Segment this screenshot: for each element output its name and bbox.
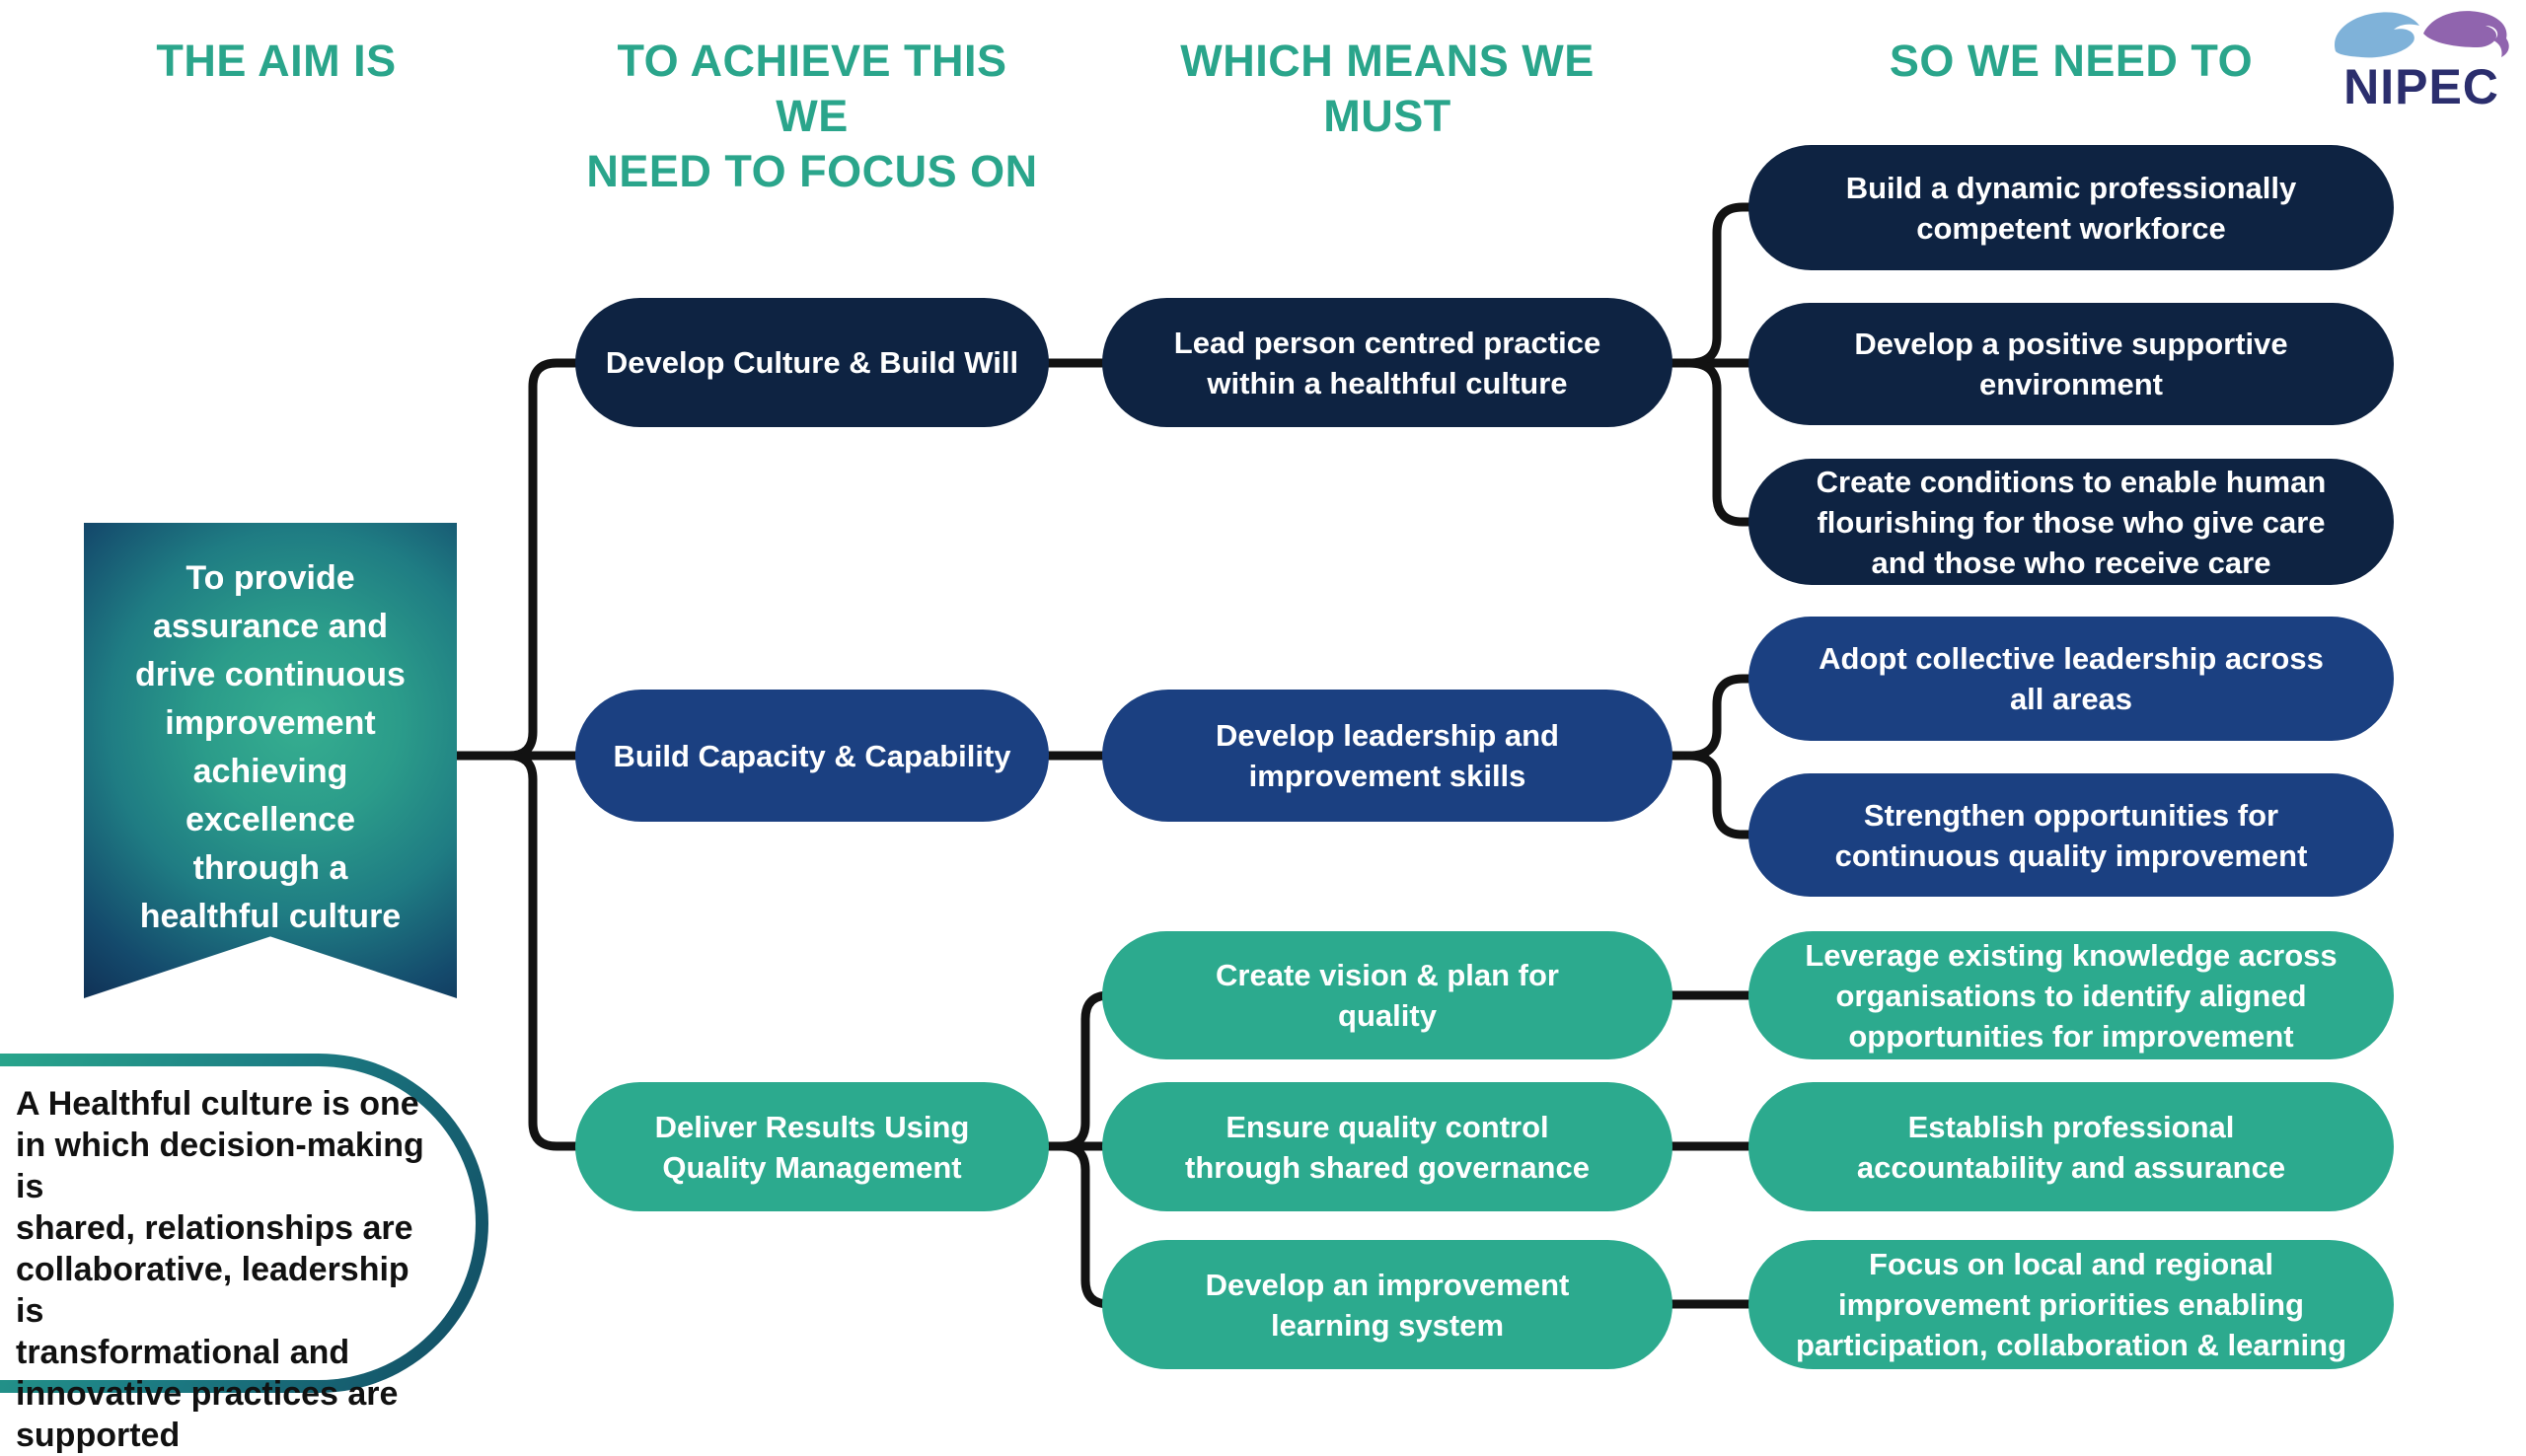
connector-primary3-secondary3 — [1057, 990, 1120, 1151]
aim-banner-text: To provide assurance and drive continuou… — [135, 559, 406, 935]
pill-leverage-existing-knowledge: Leverage existing knowledge across organ… — [1748, 931, 2394, 1059]
pill-focus-local-regional-priorities: Focus on local and regional improvement … — [1748, 1240, 2394, 1369]
pill-develop-leadership-skills: Develop leadership and improvement skill… — [1102, 690, 1672, 822]
connector-secondary1-action1 — [1684, 202, 1766, 368]
column-header-focus: TO ACHIEVE THIS WE NEED TO FOCUS ON — [586, 36, 1038, 196]
healthful-culture-note: A Healthful culture is one in which deci… — [0, 1054, 488, 1454]
connector-secondary2-action4 — [1684, 674, 1766, 761]
connector-secondary2-action5 — [1684, 751, 1766, 839]
connector-aim-to-primary-bottom — [504, 751, 597, 1151]
pill-establish-accountability: Establish professional accountability an… — [1748, 1082, 2394, 1211]
pill-build-capacity-capability: Build Capacity & Capability — [575, 690, 1049, 822]
pill-strengthen-cqi-opportunities: Strengthen opportunities for continuous … — [1748, 773, 2394, 897]
pill-build-dynamic-workforce: Build a dynamic professionally competent… — [1748, 145, 2394, 270]
pill-develop-culture-build-will: Develop Culture & Build Will — [575, 298, 1049, 427]
aim-banner: To provide assurance and drive continuou… — [84, 523, 457, 998]
note-text: A Healthful culture is one in which deci… — [16, 1085, 424, 1454]
pill-enable-human-flourishing: Create conditions to enable human flouri… — [1748, 459, 2394, 585]
pill-ensure-quality-control: Ensure quality control through shared go… — [1102, 1082, 1672, 1211]
note-inner — [0, 1066, 476, 1380]
connector-aim-to-primary-top — [504, 358, 597, 761]
nipec-logo: NIPEC — [2325, 8, 2518, 114]
connector-primary3-secondary5 — [1057, 1141, 1120, 1309]
column-header-aim: THE AIM IS — [156, 36, 397, 86]
nipec-logo-swoosh-icon — [2335, 11, 2509, 58]
column-header-need: SO WE NEED TO — [1889, 36, 2254, 86]
nipec-logo-text: NIPEC — [2343, 59, 2499, 114]
pill-adopt-collective-leadership: Adopt collective leadership across all a… — [1748, 617, 2394, 741]
pill-create-vision-plan: Create vision & plan for quality — [1102, 931, 1672, 1059]
pill-lead-person-centred-practice: Lead person centred practice within a he… — [1102, 298, 1672, 427]
pill-positive-supportive-environment: Develop a positive supportive environmen… — [1748, 303, 2394, 425]
pill-develop-learning-system: Develop an improvement learning system — [1102, 1240, 1672, 1369]
column-header-means: WHICH MEANS WE MUST — [1180, 36, 1595, 141]
pill-deliver-results-quality-mgmt: Deliver Results Using Quality Management — [575, 1082, 1049, 1211]
connector-secondary1-action3 — [1684, 358, 1766, 527]
connector-lines — [451, 202, 1766, 1309]
